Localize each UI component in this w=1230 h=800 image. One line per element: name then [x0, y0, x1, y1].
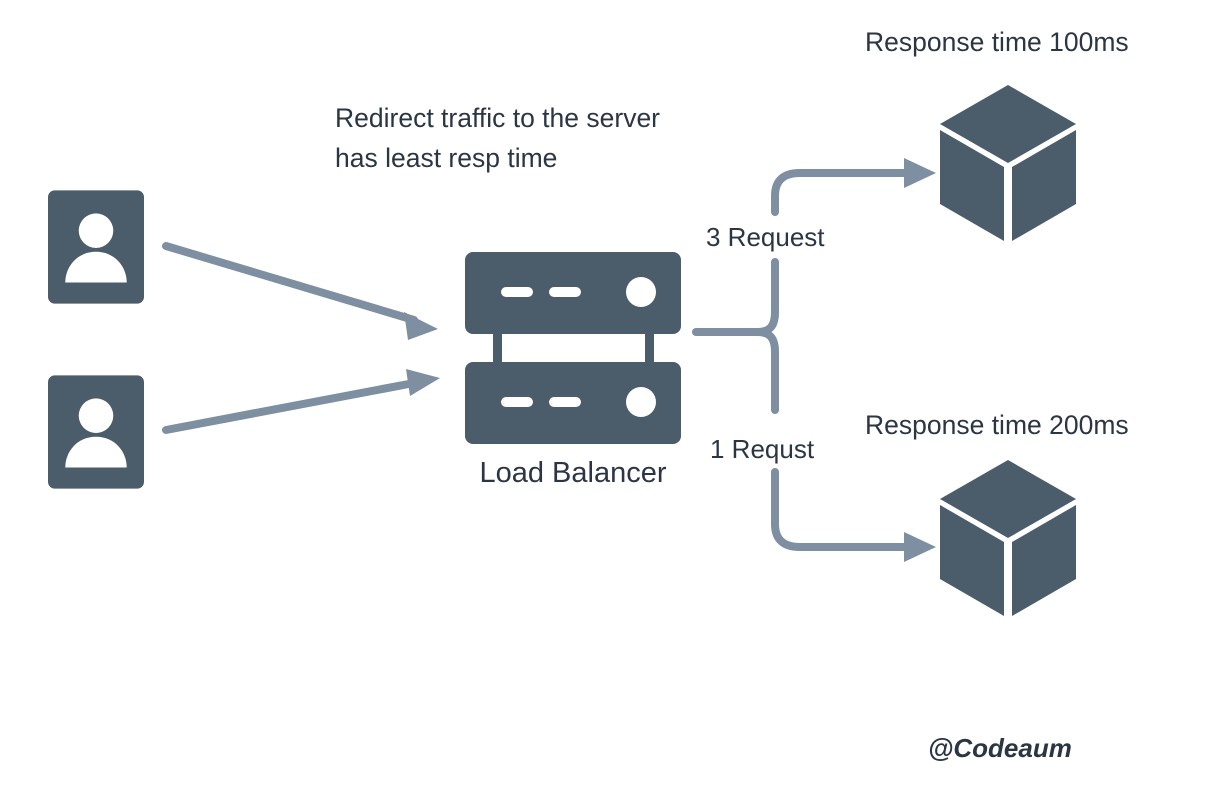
- branch-fork: [692, 258, 779, 414]
- branch-label-request-0: 3 Request: [706, 222, 825, 252]
- arrow-client-bottom-to-lb: [162, 369, 440, 434]
- server-unit-bottom: [465, 362, 681, 444]
- server-node-bottom[interactable]: [940, 460, 1076, 616]
- arrow-lb-to-server-bottom: [771, 468, 936, 562]
- arrow-lb-to-server-top: [771, 158, 936, 216]
- annotation-line-1: Redirect traffic to the server: [335, 103, 660, 133]
- cube-icon: [940, 460, 1076, 616]
- server-bottom-response-label: Response time 200ms: [865, 410, 1129, 440]
- server-unit-top: [465, 252, 681, 334]
- user-icon: [48, 190, 144, 304]
- client-top[interactable]: [48, 190, 144, 304]
- annotation-line-2: has least resp time: [335, 143, 557, 173]
- user-icon: [48, 375, 144, 489]
- server-top-response-label: Response time 100ms: [865, 27, 1129, 57]
- cube-icon: [940, 85, 1076, 241]
- branch-label-request-1: 1 Requst: [710, 434, 815, 464]
- client-bottom[interactable]: [48, 375, 144, 489]
- arrow-client-top-to-lb: [162, 242, 438, 340]
- server-leg-left: [493, 333, 502, 364]
- watermark-handle: @Codeaum: [928, 733, 1072, 763]
- load-balancer-node[interactable]: [465, 252, 681, 444]
- server-node-top[interactable]: [940, 85, 1076, 241]
- load-balancer-title: Load Balancer: [479, 457, 666, 489]
- server-leg-right: [645, 333, 654, 364]
